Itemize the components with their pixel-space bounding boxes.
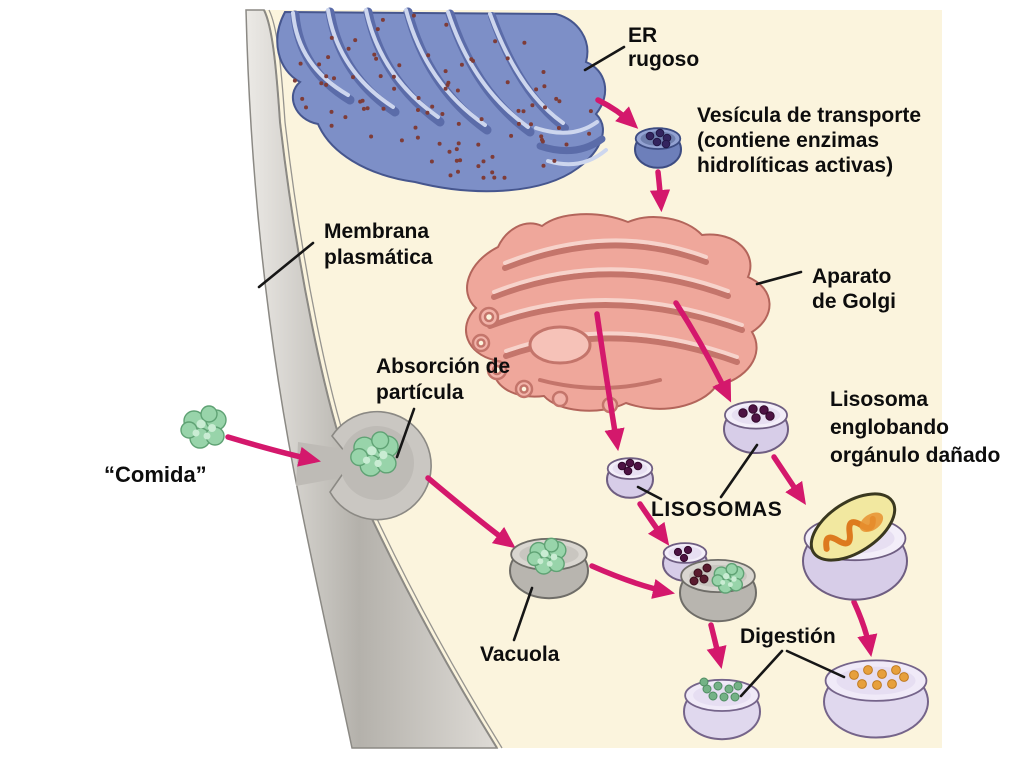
pointer-line	[739, 649, 784, 698]
label-plasma-membrane: Membrana plasmática	[324, 220, 435, 269]
pointer-line	[636, 485, 663, 501]
food-particle-outside	[180, 405, 227, 449]
pointer-line	[395, 407, 416, 459]
lysosome-large	[723, 400, 789, 455]
label-vacuole: Vacuola	[480, 643, 560, 666]
process-arrow	[851, 599, 878, 658]
process-arrow	[595, 97, 639, 129]
label-lysosome-engulfing: Lisosoma englobando orgánulo dañado	[830, 388, 1000, 467]
label-pointer-lines	[257, 45, 846, 698]
transport-vesicle	[634, 127, 682, 169]
damaged-mitochondrion	[809, 492, 897, 562]
rough-er	[276, 7, 608, 193]
digestion-vesicle-green	[683, 677, 761, 741]
process-arrow	[594, 311, 625, 452]
food-particle-in-vacuole	[526, 537, 567, 575]
vacuole	[509, 537, 589, 600]
label-golgi: Aparato de Golgi	[812, 265, 897, 313]
process-arrow	[649, 169, 671, 213]
pointer-line	[755, 270, 803, 286]
label-lysosomes: LISOSOMAS	[651, 498, 782, 521]
process-arrow	[771, 454, 806, 505]
label-food: “Comida”	[104, 462, 207, 487]
pointer-line	[785, 649, 846, 679]
process-arrow	[637, 501, 670, 546]
lysosome-engulfing-organelle	[802, 492, 908, 601]
label-particle-absorption: Absorción de partícula	[376, 355, 516, 404]
pointer-line	[583, 45, 626, 72]
pointer-line	[512, 586, 534, 642]
digestion-vesicle-orange	[823, 659, 929, 739]
food-particle-in-digestive-vacuole	[711, 562, 745, 594]
process-arrow	[706, 622, 727, 669]
process-arrow	[225, 434, 321, 467]
pointer-line	[257, 241, 315, 289]
label-transport-vesicle: Vesícula de transporte (contiene enzimas…	[697, 104, 927, 177]
digestive-vacuole	[679, 558, 757, 623]
flow-arrows	[225, 97, 878, 669]
process-arrow	[425, 475, 516, 549]
process-arrow	[589, 563, 676, 599]
ribosome-dots	[292, 13, 593, 180]
process-arrow	[673, 300, 732, 403]
pointer-line	[719, 443, 759, 499]
plasma-membrane	[245, 9, 503, 749]
label-er-rugoso: ER rugoso	[628, 24, 699, 71]
label-digestion: Digestión	[740, 625, 836, 648]
food-particle-in-pocket	[350, 431, 399, 477]
